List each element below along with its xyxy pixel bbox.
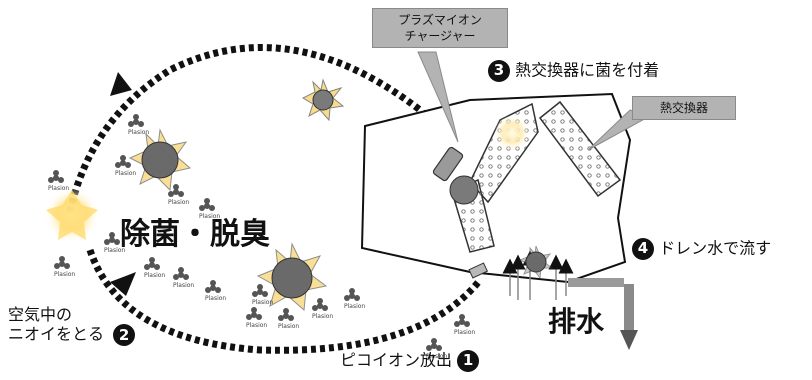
step1-text: ピコイオン放出 xyxy=(340,350,453,370)
ion-charger-callout: プラズマイオン チャージャー xyxy=(372,8,508,49)
small-ion-clusters xyxy=(48,114,470,351)
ion-cluster-icon xyxy=(173,267,189,280)
ion-cluster-icon xyxy=(426,338,442,351)
ion-cluster-icon xyxy=(54,256,70,269)
ion-caption: Plasion xyxy=(454,329,475,336)
ion-glow-clusters xyxy=(44,115,530,243)
step2-text-line2: ニオイをとる xyxy=(8,324,105,344)
ion-caption: Plasion xyxy=(115,170,136,177)
ion-caption: Plasion xyxy=(426,353,447,360)
step1-number-badge: 1 xyxy=(457,350,480,372)
ion-cluster-icon xyxy=(115,155,131,168)
germ-icon xyxy=(256,242,328,312)
ion-caption: Plasion xyxy=(199,213,220,220)
arrowhead-top-left xyxy=(110,72,132,96)
germ-icon xyxy=(301,78,345,122)
ion-caption: Plasion xyxy=(246,322,267,329)
ion-cluster-icon xyxy=(104,232,120,245)
ion-cluster-icon xyxy=(312,298,328,311)
step4-label: 4 ドレン水で流す xyxy=(632,238,771,260)
ion-caption: Plasion xyxy=(48,185,69,192)
ion-cluster-icon xyxy=(278,308,294,321)
ion-cluster-icon xyxy=(252,284,268,297)
ion-caption: Plasion xyxy=(173,282,194,289)
ion-caption: Plasion xyxy=(252,299,273,306)
circulation-arrows xyxy=(66,44,483,354)
step2-label: 空気中の ニオイをとる 2 xyxy=(8,305,136,347)
sterilize-label: 除菌・脱臭 xyxy=(120,217,270,252)
ion-cluster-icon xyxy=(454,314,470,327)
ion-glow-exchanger xyxy=(494,115,530,151)
germs xyxy=(128,78,554,312)
heat-exchanger-callout: 熱交換器 xyxy=(632,96,736,121)
heat-exchanger-right xyxy=(538,100,622,198)
ion-charger-label-line1: プラズマイオン xyxy=(398,13,482,27)
charger-callout-pointer xyxy=(417,51,459,143)
ion-caption: Plasion xyxy=(128,129,149,136)
germ-icon xyxy=(518,245,554,280)
arrowhead-bottom-left xyxy=(110,272,136,296)
ion-cluster-icon xyxy=(48,170,64,183)
ion-cluster-icon xyxy=(199,198,215,211)
step1-label: ピコイオン放出 1 xyxy=(340,350,480,372)
ion-cluster-icon xyxy=(144,257,160,270)
ion-caption: Plasion xyxy=(168,199,189,206)
step3-label: 3 熱交換器に菌を付着 xyxy=(488,60,659,82)
ion-charger-block xyxy=(432,146,464,182)
heat-exchanger-label: 熱交換器 xyxy=(659,101,708,115)
ion-captions: Plasion Plasion Plasion Plasion Plasion … xyxy=(48,129,475,360)
step4-text: ドレン水で流す xyxy=(659,238,772,258)
step2-number-badge: 2 xyxy=(113,324,136,347)
ion-cluster-icon xyxy=(168,184,184,197)
germ-icon xyxy=(449,175,479,205)
step2-text-line1: 空気中の xyxy=(8,305,73,324)
ion-charger-label-line2: チャージャー xyxy=(404,29,476,44)
ion-cluster-icon xyxy=(246,307,262,320)
drain-label: 排水 xyxy=(548,305,605,338)
step3-number-badge: 3 xyxy=(488,60,510,82)
ion-cluster-icon xyxy=(344,288,360,301)
circulation-arrow-top xyxy=(66,44,441,213)
ion-caption: Plasion xyxy=(144,272,165,279)
ion-caption: Plasion xyxy=(312,313,333,320)
ion-outlet xyxy=(468,262,489,279)
ion-caption: Plasion xyxy=(278,323,299,330)
ion-caption: Plasion xyxy=(205,295,226,302)
drain-pipe xyxy=(568,278,638,350)
step3-text: 熱交換器に菌を付着 xyxy=(515,60,660,80)
step4-number-badge: 4 xyxy=(632,238,654,260)
ion-caption: Plasion xyxy=(104,247,125,254)
ion-cluster-icon xyxy=(46,190,98,240)
ion-caption: Plasion xyxy=(54,271,75,278)
ion-caption: Plasion xyxy=(344,303,365,310)
ion-cluster-icon xyxy=(128,114,144,127)
germ-icon xyxy=(128,128,192,192)
circulation-arrow-bottom xyxy=(86,248,483,354)
ion-cluster-icon xyxy=(205,280,221,293)
down-arrow-icon xyxy=(620,330,638,350)
